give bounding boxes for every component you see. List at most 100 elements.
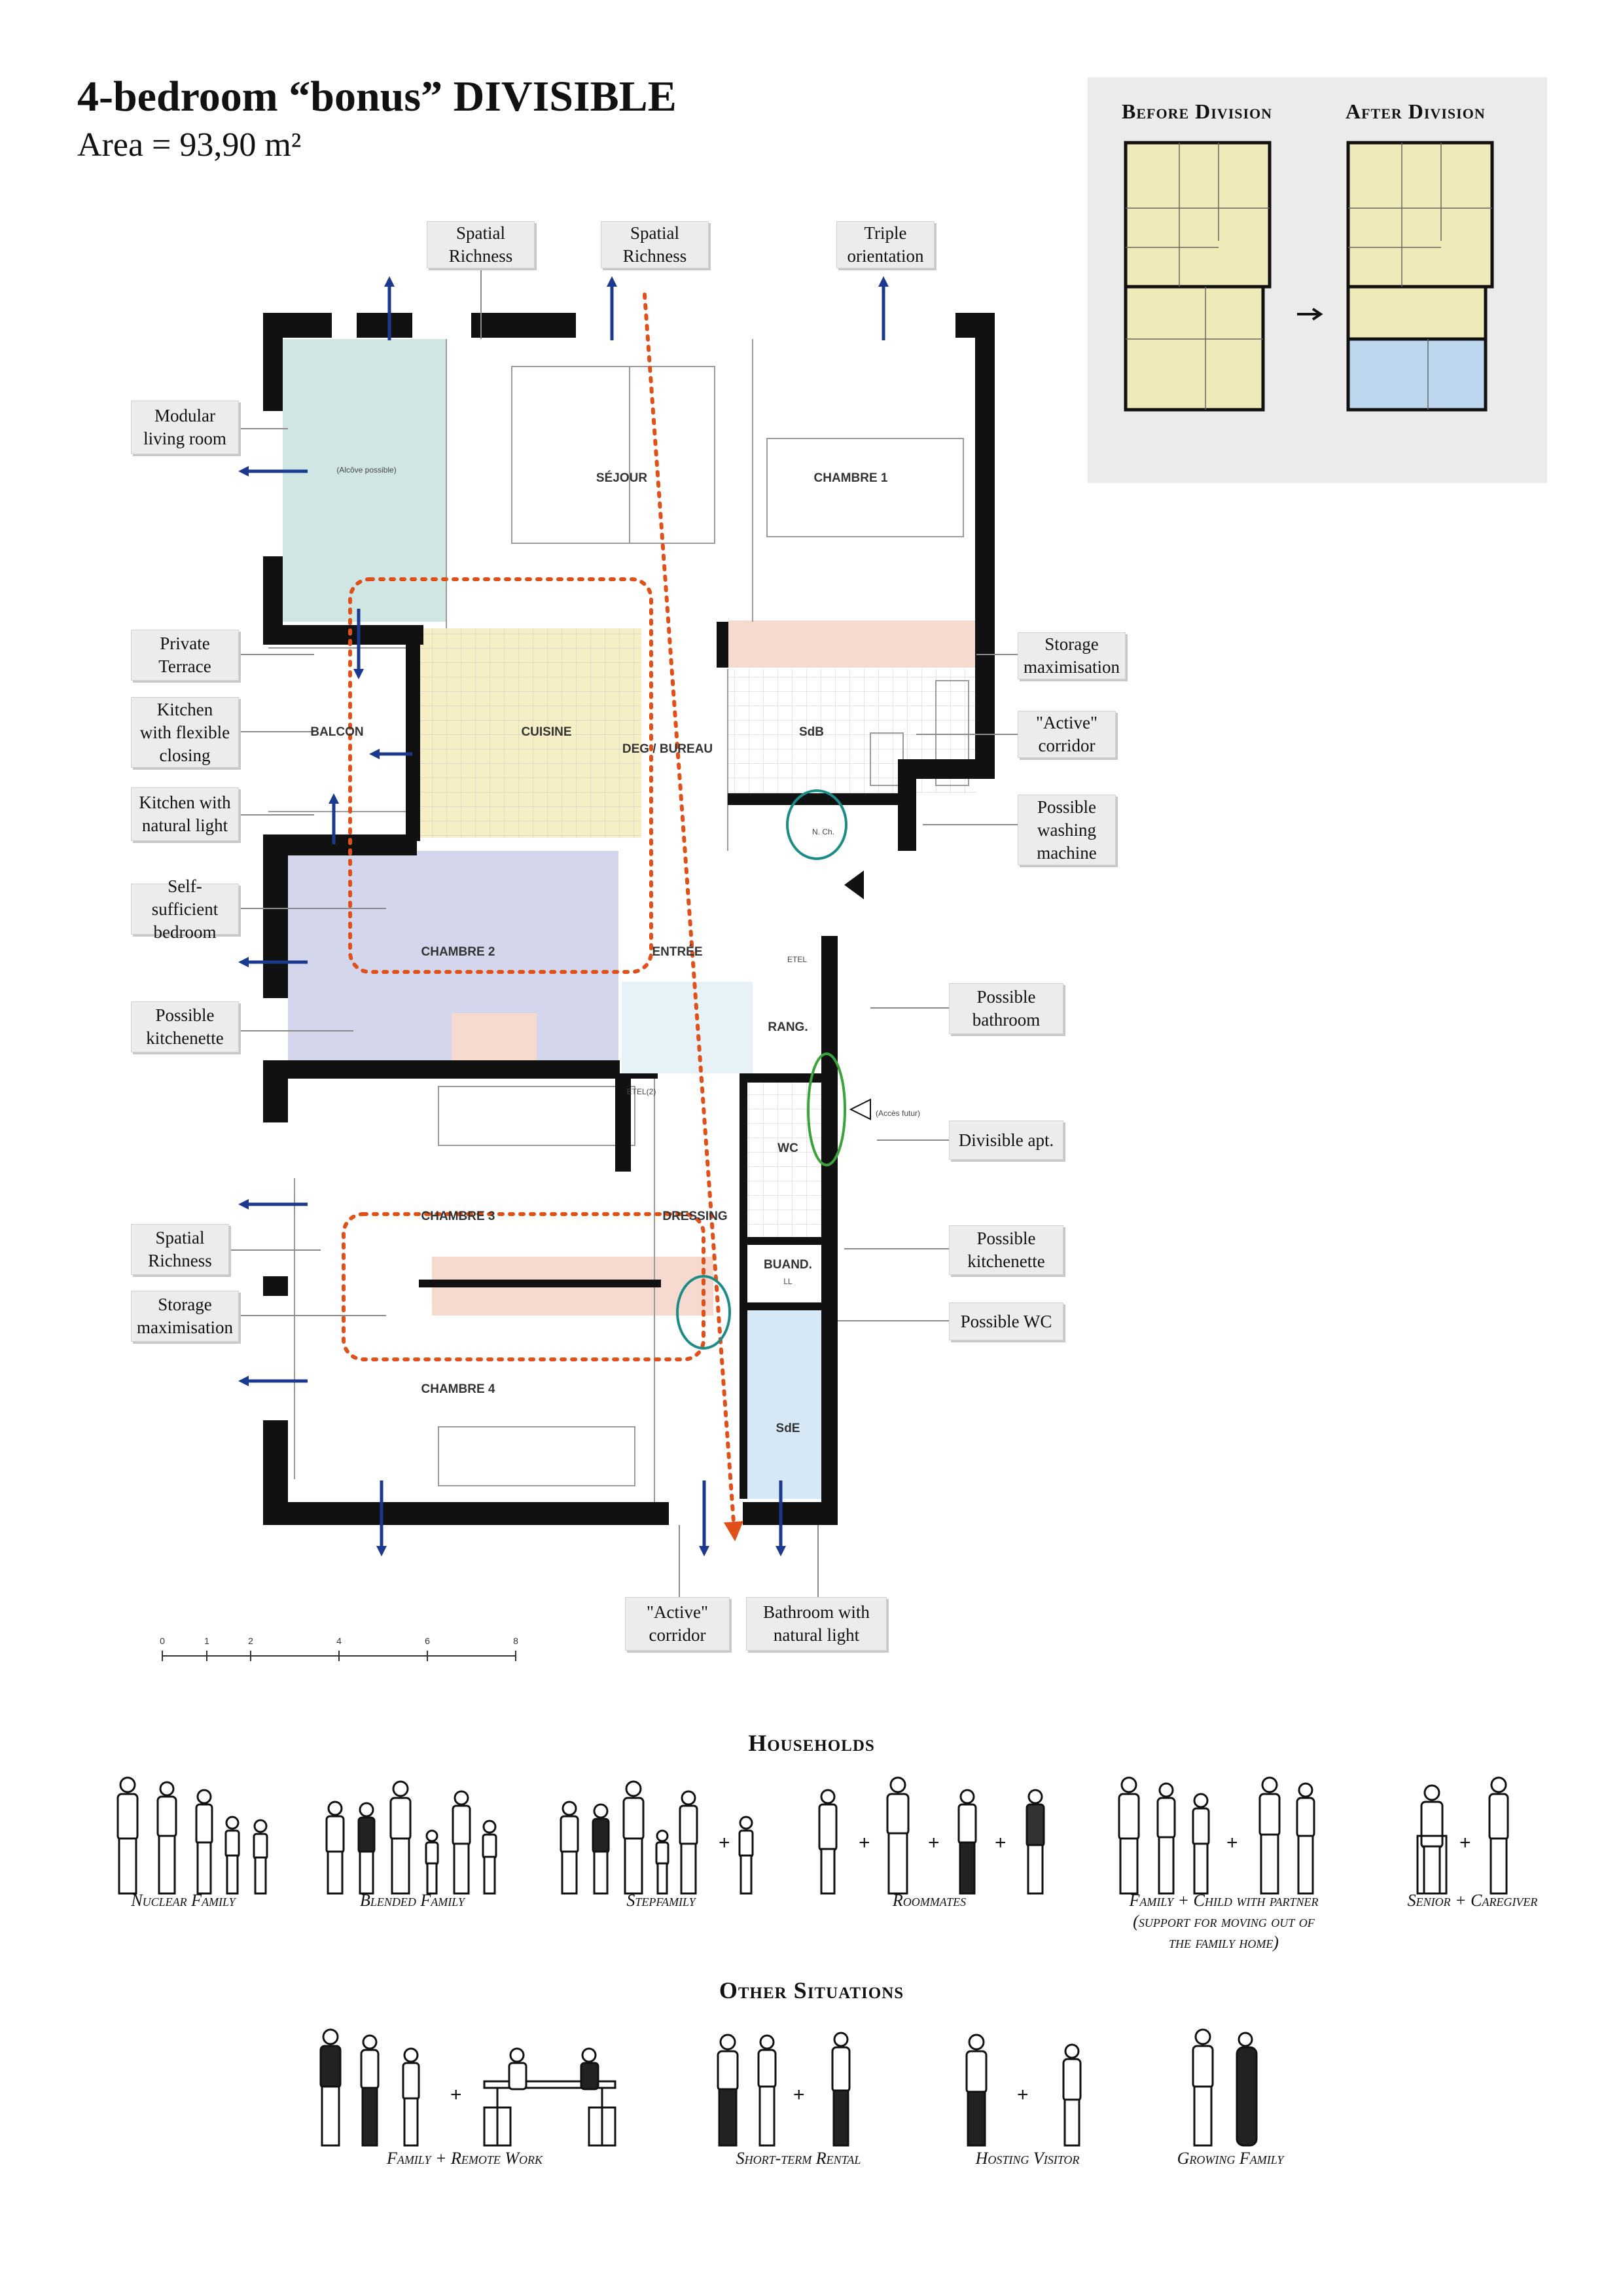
- plus-icon: +: [928, 1832, 940, 1854]
- room-chambre2: CHAMBRE 2: [421, 945, 495, 959]
- label-spatial-richness-top-center: Spatial Richness: [601, 221, 709, 268]
- note-etel2: ETEL(2): [627, 1087, 656, 1096]
- household-blended: Blended Family: [360, 1891, 465, 1910]
- bath-zone-2: [746, 1309, 831, 1499]
- room-chambre3: CHAMBRE 3: [421, 1210, 495, 1223]
- after-plan-thumb: [1346, 141, 1494, 412]
- future-access-icon: [849, 1098, 871, 1121]
- situation-remote-work: Family + Remote Work: [386, 2149, 543, 2168]
- label-active-corridor-right: "Active" corridor: [1018, 711, 1116, 758]
- room-dressing: DRESSING: [662, 1210, 727, 1223]
- note-ll: LL: [783, 1277, 793, 1286]
- bath-zone-1: [622, 982, 753, 1073]
- division-panel: Before Division After Division: [1088, 77, 1547, 483]
- plus-icon: +: [995, 1832, 1007, 1854]
- other-situations-figures: + + +: [319, 2028, 1258, 2147]
- households-figures: + + + + + +: [116, 1776, 1509, 1895]
- hosting-visitor-figures: [965, 2034, 1082, 2147]
- plus-icon: +: [450, 2084, 462, 2106]
- label-storage-max-right: Storage maximisation: [1018, 632, 1126, 679]
- blended-family-figures: [325, 1780, 497, 1895]
- label-self-sufficient: Self-sufficient bedroom: [131, 876, 239, 942]
- label-possible-wc: Possible WC: [949, 1302, 1063, 1340]
- stepfamily-figures: [560, 1780, 754, 1895]
- note-acces-futur: (Accès futur): [876, 1109, 920, 1118]
- room-sde: SdE: [776, 1422, 800, 1435]
- plus-icon: +: [1017, 2084, 1029, 2106]
- room-chambre1: CHAMBRE 1: [814, 471, 888, 485]
- room-deg-bureau: DEG / BUREAU: [622, 742, 713, 756]
- scale-bar: [162, 1651, 516, 1661]
- dotted-paths: [342, 293, 743, 1541]
- orientation-arrows: [238, 276, 889, 1557]
- scale-0: 0: [160, 1636, 165, 1646]
- label-possible-kitchenette-left: Possible kitchenette: [131, 1001, 239, 1052]
- households-title: Households: [748, 1730, 875, 1756]
- note-n-ch: N. Ch.: [812, 827, 834, 836]
- scale-2: 2: [248, 1636, 253, 1646]
- label-kitchen-light: Kitchen with natural light: [131, 787, 239, 841]
- situation-growing-family: Growing Family: [1177, 2149, 1284, 2168]
- label-divisible-apt: Divisible apt.: [949, 1121, 1063, 1160]
- label-kitchen-flexible: Kitchen with flexible closing: [131, 697, 239, 768]
- label-possible-bathroom: Possible bathroom: [949, 983, 1063, 1034]
- after-division-title: After Division: [1346, 99, 1486, 123]
- note-alcove: (Alcôve possible): [336, 465, 396, 475]
- divisible-circle: [807, 1052, 846, 1166]
- label-storage-max-left: Storage maximisation: [131, 1291, 239, 1342]
- scale-8: 8: [513, 1636, 518, 1646]
- remote-work-figures: [319, 2028, 616, 2147]
- area-subtitle: Area = 93,90 m²: [77, 126, 302, 164]
- label-spatial-richness-top-left: Spatial Richness: [427, 221, 535, 268]
- label-possible-kitchenette-right: Possible kitchenette: [949, 1225, 1063, 1275]
- plus-icon: +: [1226, 1832, 1238, 1854]
- before-division-title: Before Division: [1122, 99, 1273, 123]
- interior-lines: [268, 339, 969, 1505]
- room-entree: ENTRÉE: [652, 944, 702, 959]
- walls: [263, 313, 995, 1525]
- roommates-figures: [818, 1776, 1045, 1895]
- label-private-terrace: Private Terrace: [131, 630, 239, 681]
- washing-machine-circle: [786, 789, 847, 860]
- room-wc: WC: [777, 1141, 798, 1155]
- room-buand: BUAND.: [764, 1258, 812, 1272]
- other-situations-title: Other Situations: [719, 1977, 904, 2003]
- short-term-rental-figures: [717, 2032, 851, 2147]
- household-roommates: Roommates: [892, 1891, 967, 1910]
- label-active-corridor-bottom: "Active" corridor: [625, 1597, 730, 1651]
- nuclear-family-figures: [116, 1776, 268, 1895]
- scale-1: 1: [204, 1636, 209, 1646]
- label-modular-living: Modular living room: [131, 401, 239, 454]
- room-sejour: SÉJOUR: [596, 471, 647, 485]
- label-spatial-richness-left: Spatial Richness: [131, 1224, 229, 1275]
- plus-icon: +: [859, 1832, 870, 1854]
- scale-6: 6: [425, 1636, 430, 1646]
- household-stepfamily: Stepfamily: [626, 1891, 696, 1910]
- situation-hosting-visitor: Hosting Visitor: [975, 2149, 1080, 2168]
- room-chambre4: CHAMBRE 4: [421, 1382, 495, 1396]
- kitchenette-zone: [452, 1013, 537, 1066]
- room-rang: RANG.: [768, 1020, 808, 1034]
- room-balcon: BALCON: [310, 725, 363, 739]
- before-plan-thumb: [1124, 141, 1272, 412]
- family-child-partner-figures: [1118, 1776, 1315, 1895]
- division-thumbnails: [1124, 141, 1494, 412]
- situation-short-term-rental: Short-term Rental: [736, 2149, 861, 2168]
- household-nuclear: Nuclear Family: [131, 1891, 236, 1910]
- plus-icon: +: [793, 2084, 805, 2106]
- wc-circle: [676, 1275, 731, 1350]
- storage-zone-1: [728, 620, 976, 668]
- label-washing-machine: Possible washing machine: [1018, 795, 1116, 865]
- living-zone: [283, 339, 446, 622]
- senior-caregiver-figures: [1416, 1776, 1509, 1895]
- growing-family-figures: [1192, 2028, 1258, 2147]
- household-family-child-partner: Family + Child with partner (support for…: [1129, 1891, 1319, 1952]
- leader-lines: [229, 268, 1018, 1597]
- kitchen-tiles: [419, 628, 641, 838]
- room-cuisine: CUISINE: [521, 725, 571, 739]
- plus-icon: +: [1459, 1832, 1471, 1854]
- division-arrow-icon: [1297, 308, 1323, 321]
- room-sdb: SdB: [799, 725, 824, 739]
- page-title: 4-bedroom “bonus” DIVISIBLE: [77, 73, 677, 120]
